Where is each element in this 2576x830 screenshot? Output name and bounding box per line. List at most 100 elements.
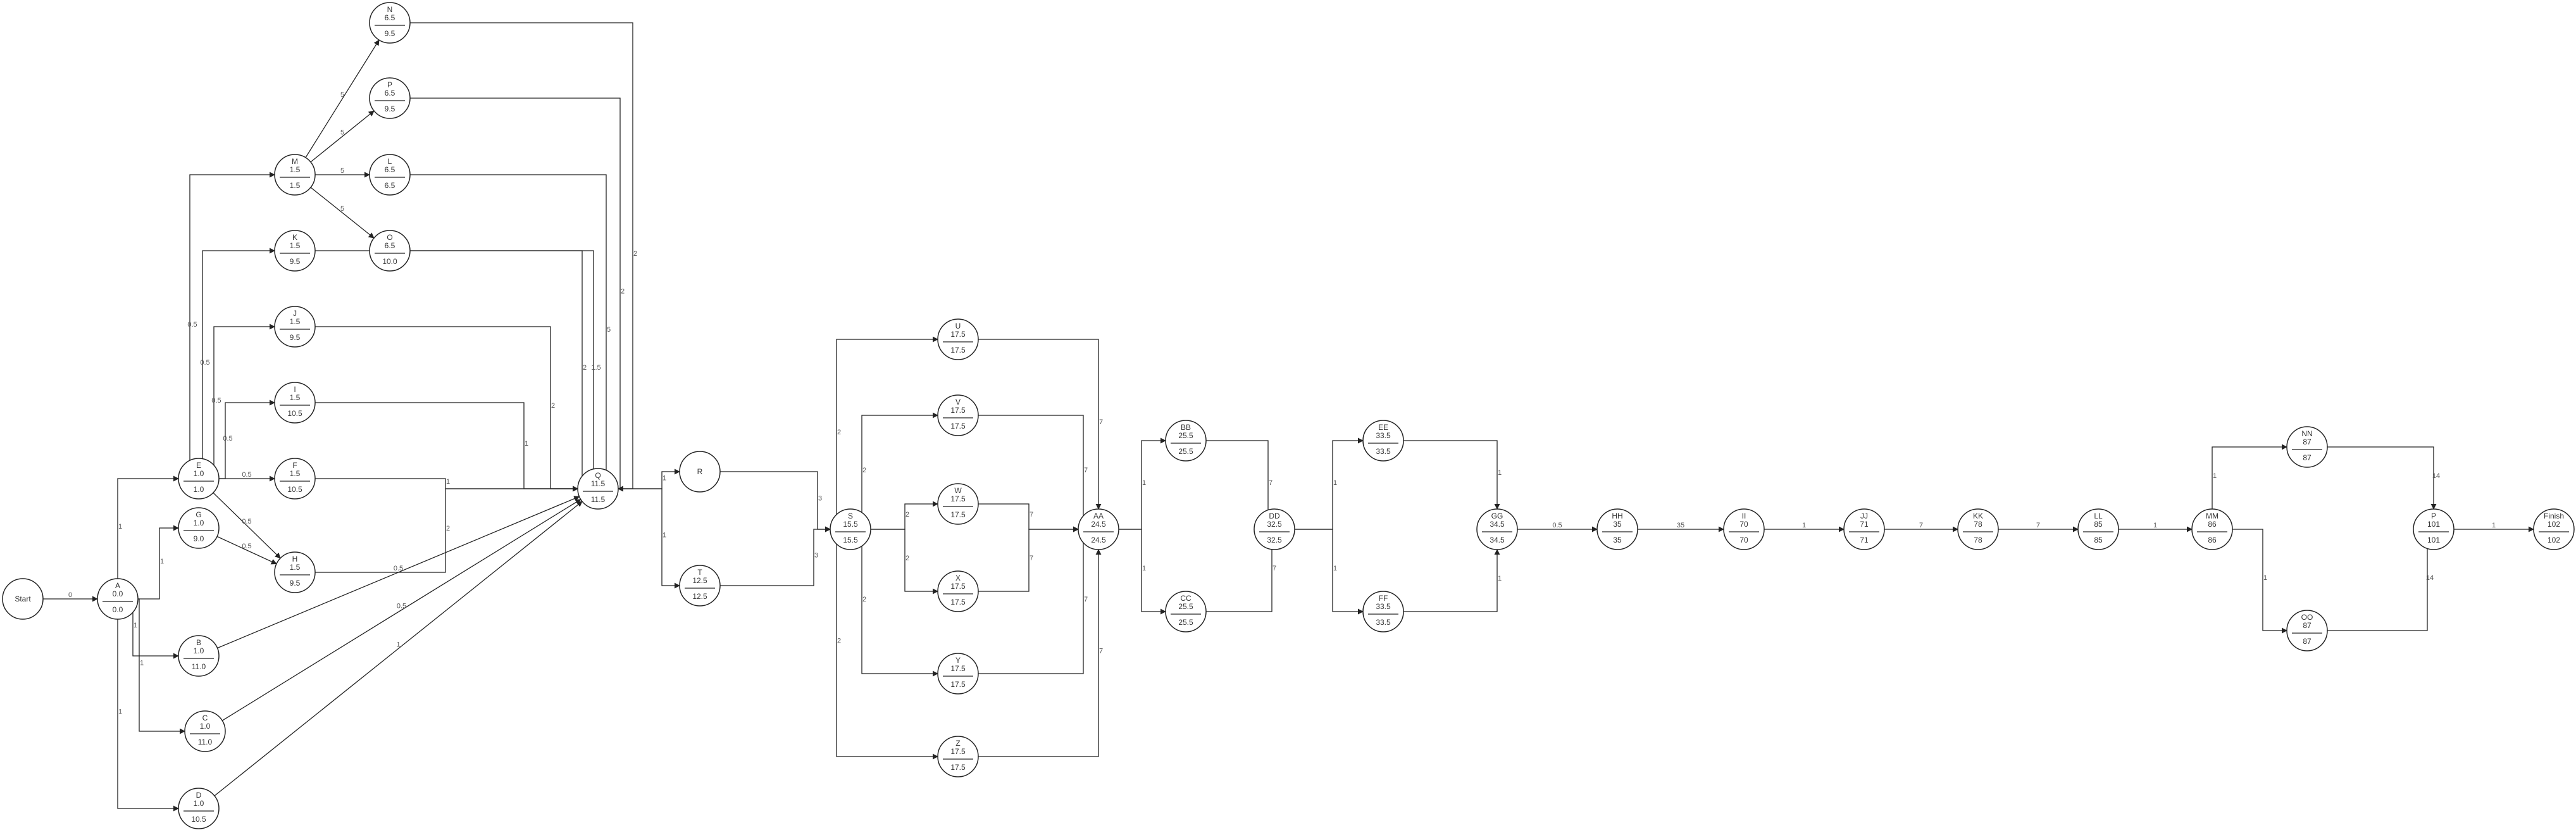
edges-layer: 0111110.50.50.50.50.50.50.555552251.5221… <box>43 22 2534 812</box>
node-late-start: 17.5 <box>950 346 966 355</box>
edge-line <box>861 529 938 677</box>
edge-line <box>720 471 831 532</box>
node-late-start: 25.5 <box>1178 447 1193 456</box>
edge-label: 7 <box>1099 648 1103 655</box>
node-start[interactable]: Start <box>2 578 44 620</box>
node-circle <box>937 394 979 436</box>
edge-label: 0.5 <box>242 518 251 525</box>
node-circle <box>184 710 226 752</box>
node-y[interactable]: Y17.517.5 <box>937 653 979 695</box>
node-d[interactable]: D1.010.5 <box>178 788 220 829</box>
edge-line <box>310 110 375 163</box>
node-early-start: 17.5 <box>950 747 966 756</box>
node-t[interactable]: T12.512.5 <box>679 565 721 607</box>
edge-s-v: 2 <box>861 412 938 530</box>
node-o[interactable]: O6.510.0 <box>369 230 411 272</box>
node-b[interactable]: B1.011.0 <box>178 635 220 677</box>
node-circle <box>1476 508 1518 550</box>
node-z[interactable]: Z17.517.5 <box>937 736 979 777</box>
edge-line <box>138 598 185 734</box>
edge-mm-nn: 1 <box>2212 444 2287 509</box>
node-w[interactable]: W17.517.5 <box>937 483 979 525</box>
node-early-start: 1.0 <box>194 469 204 478</box>
edge-line <box>2212 444 2287 509</box>
edge-line <box>221 499 582 721</box>
node-late-start: 9.5 <box>290 257 301 266</box>
node-j[interactable]: J1.59.5 <box>274 306 316 348</box>
node-circle <box>679 565 721 607</box>
node-a[interactable]: A0.00.0 <box>97 578 139 620</box>
node-k[interactable]: K1.59.5 <box>274 230 316 272</box>
edge-line <box>410 250 594 492</box>
edge-ii-jj: 1 <box>1764 522 1845 532</box>
edge-label: 0.5 <box>242 543 251 550</box>
node-circle <box>2533 508 2575 550</box>
edge-line <box>217 496 580 649</box>
node-m[interactable]: M1.51.5 <box>274 154 316 196</box>
node-circle <box>2077 508 2119 550</box>
node-p1[interactable]: P6.59.5 <box>369 77 411 119</box>
edge-line <box>871 529 938 594</box>
node-circle <box>937 570 979 612</box>
node-late-start: 15.5 <box>843 536 858 544</box>
node-label: CC <box>1180 594 1192 603</box>
node-g[interactable]: G1.09.0 <box>178 507 220 549</box>
node-late-start: 17.5 <box>950 510 966 519</box>
node-u[interactable]: U17.517.5 <box>937 318 979 360</box>
node-late-start: 10.5 <box>287 485 302 494</box>
node-e[interactable]: E1.01.0 <box>178 458 220 500</box>
node-circle <box>178 788 220 829</box>
node-circle <box>1596 508 1638 550</box>
edge-line <box>310 187 375 239</box>
node-q[interactable]: Q11.511.5 <box>577 468 619 510</box>
node-early-start: 70 <box>1739 520 1748 529</box>
edge-dd-ee: 1 <box>1295 437 1364 530</box>
node-early-start: 17.5 <box>950 330 966 339</box>
node-l[interactable]: L6.56.5 <box>369 154 411 196</box>
node-x[interactable]: X17.517.5 <box>937 570 979 612</box>
edge-f-q: 1 <box>315 478 578 492</box>
node-n[interactable]: N6.59.5 <box>369 2 411 44</box>
node-early-start: 101 <box>2427 520 2440 529</box>
edge-label: 7 <box>1084 467 1088 474</box>
edge-label: 2 <box>551 402 555 410</box>
node-h[interactable]: H1.59.5 <box>274 551 316 593</box>
node-late-start: 87 <box>2303 637 2312 646</box>
node-v[interactable]: V17.517.5 <box>937 394 979 436</box>
edge-label: 1 <box>1802 522 1806 529</box>
node-early-start: 24.5 <box>1091 520 1106 529</box>
edge-g-h: 0.5 <box>216 536 277 565</box>
node-c[interactable]: C1.011.0 <box>184 710 226 752</box>
node-label: A <box>115 581 120 590</box>
node-i[interactable]: I1.510.5 <box>274 382 316 424</box>
edge-nn-p2: 14 <box>2327 446 2440 510</box>
node-s[interactable]: S15.515.5 <box>830 508 871 550</box>
edge-line <box>315 486 578 573</box>
edge-line <box>410 97 624 492</box>
node-late-start: 11.0 <box>192 662 206 671</box>
node-r[interactable]: R <box>679 451 721 493</box>
node-label: Q <box>595 471 600 480</box>
node-f[interactable]: F1.510.5 <box>274 458 316 500</box>
node-early-start: 0.0 <box>113 589 123 598</box>
node-early-start: 87 <box>2303 621 2312 630</box>
edge-start-a: 0 <box>43 591 98 602</box>
